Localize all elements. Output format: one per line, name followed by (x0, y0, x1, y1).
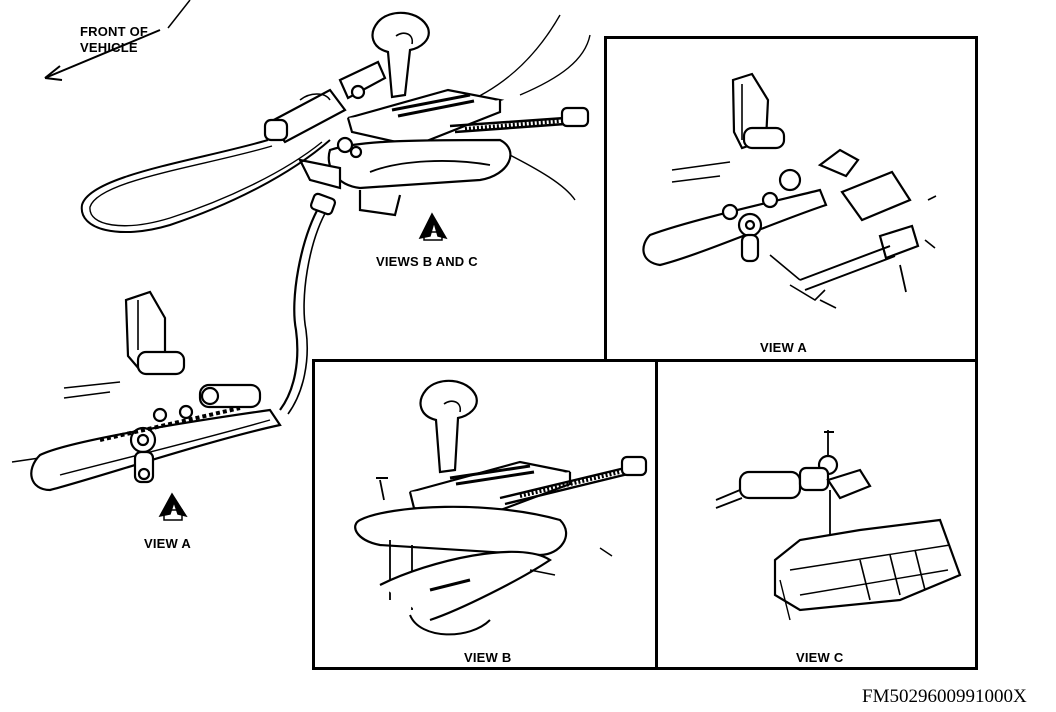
view-c-panel-label: VIEW C (796, 650, 844, 665)
view-a-arrow (158, 492, 188, 521)
front-of-vehicle-line1: FRONT OF (80, 24, 149, 39)
front-of-vehicle-line2: VEHICLE (80, 40, 138, 55)
front-of-vehicle-label: FRONT OF VEHICLE (80, 24, 148, 56)
view-a-panel (604, 36, 978, 362)
view-a-main-label: VIEW A (144, 536, 191, 551)
view-b-panel-label: VIEW B (464, 650, 512, 665)
views-b-and-c-arrow (418, 212, 448, 241)
figure-code: FM5029600991000X (862, 686, 1027, 707)
view-a-panel-label: VIEW A (760, 340, 807, 355)
view-a-detail-drawing (642, 72, 937, 309)
view-a-lower-assembly (11, 290, 282, 492)
views-b-and-c-label: VIEWS B AND C (376, 254, 478, 269)
view-b-detail-drawing (354, 379, 648, 636)
view-b-panel (312, 359, 658, 670)
main-shifter-assembly (80, 11, 591, 415)
view-c-detail-drawing (715, 430, 962, 621)
front-of-vehicle-arrow (44, 0, 191, 81)
view-c-panel (655, 359, 978, 670)
